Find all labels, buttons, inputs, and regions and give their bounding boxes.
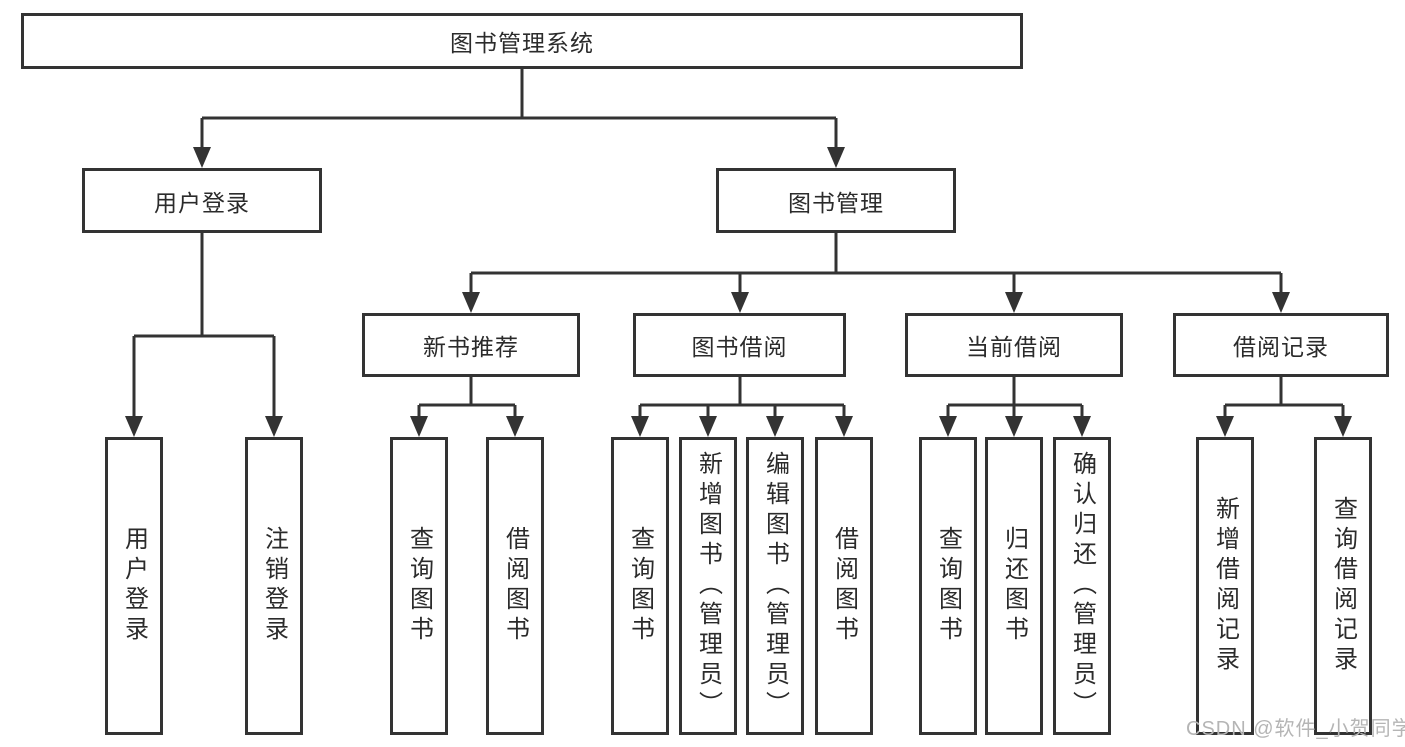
connector-user-login-to-leaves <box>125 233 283 437</box>
node-label: 查询借阅记录 <box>1329 496 1357 676</box>
arrowhead-down <box>939 416 957 437</box>
node-new-book-recommendation: 新书推荐 <box>362 313 580 377</box>
node-user-login: 用户登录 <box>82 168 322 233</box>
leaf-add-books-admin: 新增图书（管理员） <box>679 437 737 735</box>
node-label: 归还图书 <box>1000 526 1028 646</box>
leaf-query-borrow-record: 查询借阅记录 <box>1314 437 1372 735</box>
arrowhead-down <box>827 147 845 168</box>
arrowhead-down <box>410 416 428 437</box>
node-label: 编辑图书（管理员） <box>761 451 789 721</box>
arrowhead-down <box>1216 416 1234 437</box>
connector-line <box>132 233 276 418</box>
csdn-watermark: CSDN @软件_小贺同学 <box>1186 718 1405 740</box>
leaf-edit-books-admin: 编辑图书（管理员） <box>746 437 804 735</box>
arrowhead-down <box>1334 416 1352 437</box>
arrowhead-down <box>1005 292 1023 313</box>
connector-line <box>200 69 838 150</box>
connector-line <box>417 377 517 418</box>
arrowhead-down <box>125 416 143 437</box>
node-label: 确认归还（管理员） <box>1068 451 1096 721</box>
node-label: 当前借阅 <box>966 334 1062 360</box>
node-borrowing-records: 借阅记录 <box>1173 313 1389 377</box>
node-library-management-system: 图书管理系统 <box>21 13 1023 69</box>
connector-new-book-to-leaves <box>410 377 524 437</box>
node-label: 借阅图书 <box>501 526 529 646</box>
leaf-return-books: 归还图书 <box>985 437 1043 735</box>
arrowhead-down <box>631 416 649 437</box>
node-label: 图书管理 <box>788 189 884 216</box>
leaf-borrow-books-recommend: 借阅图书 <box>486 437 544 735</box>
leaf-user-login: 用户登录 <box>105 437 163 735</box>
connector-borrow-records-to-leaves <box>1216 377 1352 437</box>
connector-root-to-level1 <box>193 69 845 168</box>
node-book-borrowing: 图书借阅 <box>633 313 846 377</box>
connector-book-management-to-level2 <box>462 233 1290 313</box>
leaf-add-borrow-record: 新增借阅记录 <box>1196 437 1254 735</box>
arrowhead-down <box>1073 416 1091 437</box>
connector-line <box>638 377 846 418</box>
leaf-confirm-return-admin: 确认归还（管理员） <box>1053 437 1111 735</box>
arrowhead-down <box>699 416 717 437</box>
arrowhead-down <box>1005 416 1023 437</box>
arrowhead-down <box>506 416 524 437</box>
connector-line <box>469 233 1283 294</box>
leaf-logout: 注销登录 <box>245 437 303 735</box>
node-label: 借阅记录 <box>1233 334 1329 360</box>
node-label: 查询图书 <box>405 526 433 646</box>
leaf-query-books-borrow: 查询图书 <box>611 437 669 735</box>
connector-current-borrow-to-leaves <box>939 377 1091 437</box>
node-book-management: 图书管理 <box>716 168 956 233</box>
node-label: 新增图书（管理员） <box>694 451 722 721</box>
node-label: 图书借阅 <box>691 334 788 360</box>
arrowhead-down <box>1272 292 1290 313</box>
node-label: 查询图书 <box>934 526 962 646</box>
connector-line <box>946 377 1084 418</box>
node-current-borrowing: 当前借阅 <box>905 313 1123 377</box>
arrowhead-down <box>193 147 211 168</box>
node-label: 查询图书 <box>626 526 654 646</box>
connector-line <box>1223 377 1345 418</box>
leaf-query-books-current: 查询图书 <box>919 437 977 735</box>
node-label: 借阅图书 <box>830 526 858 646</box>
leaf-borrow-books: 借阅图书 <box>815 437 873 735</box>
node-label: 新增借阅记录 <box>1211 496 1239 676</box>
node-label: 用户登录 <box>154 189 250 216</box>
leaf-query-books-recommend: 查询图书 <box>390 437 448 735</box>
node-label: 新书推荐 <box>423 334 519 360</box>
arrowhead-down <box>462 292 480 313</box>
arrowhead-down <box>766 416 784 437</box>
node-label: 图书管理系统 <box>450 30 594 56</box>
arrowhead-down <box>265 416 283 437</box>
node-label: 注销登录 <box>260 526 288 646</box>
connector-book-borrow-to-leaves <box>631 377 853 437</box>
node-label: 用户登录 <box>120 526 148 646</box>
arrowhead-down <box>835 416 853 437</box>
arrowhead-down <box>731 292 749 313</box>
